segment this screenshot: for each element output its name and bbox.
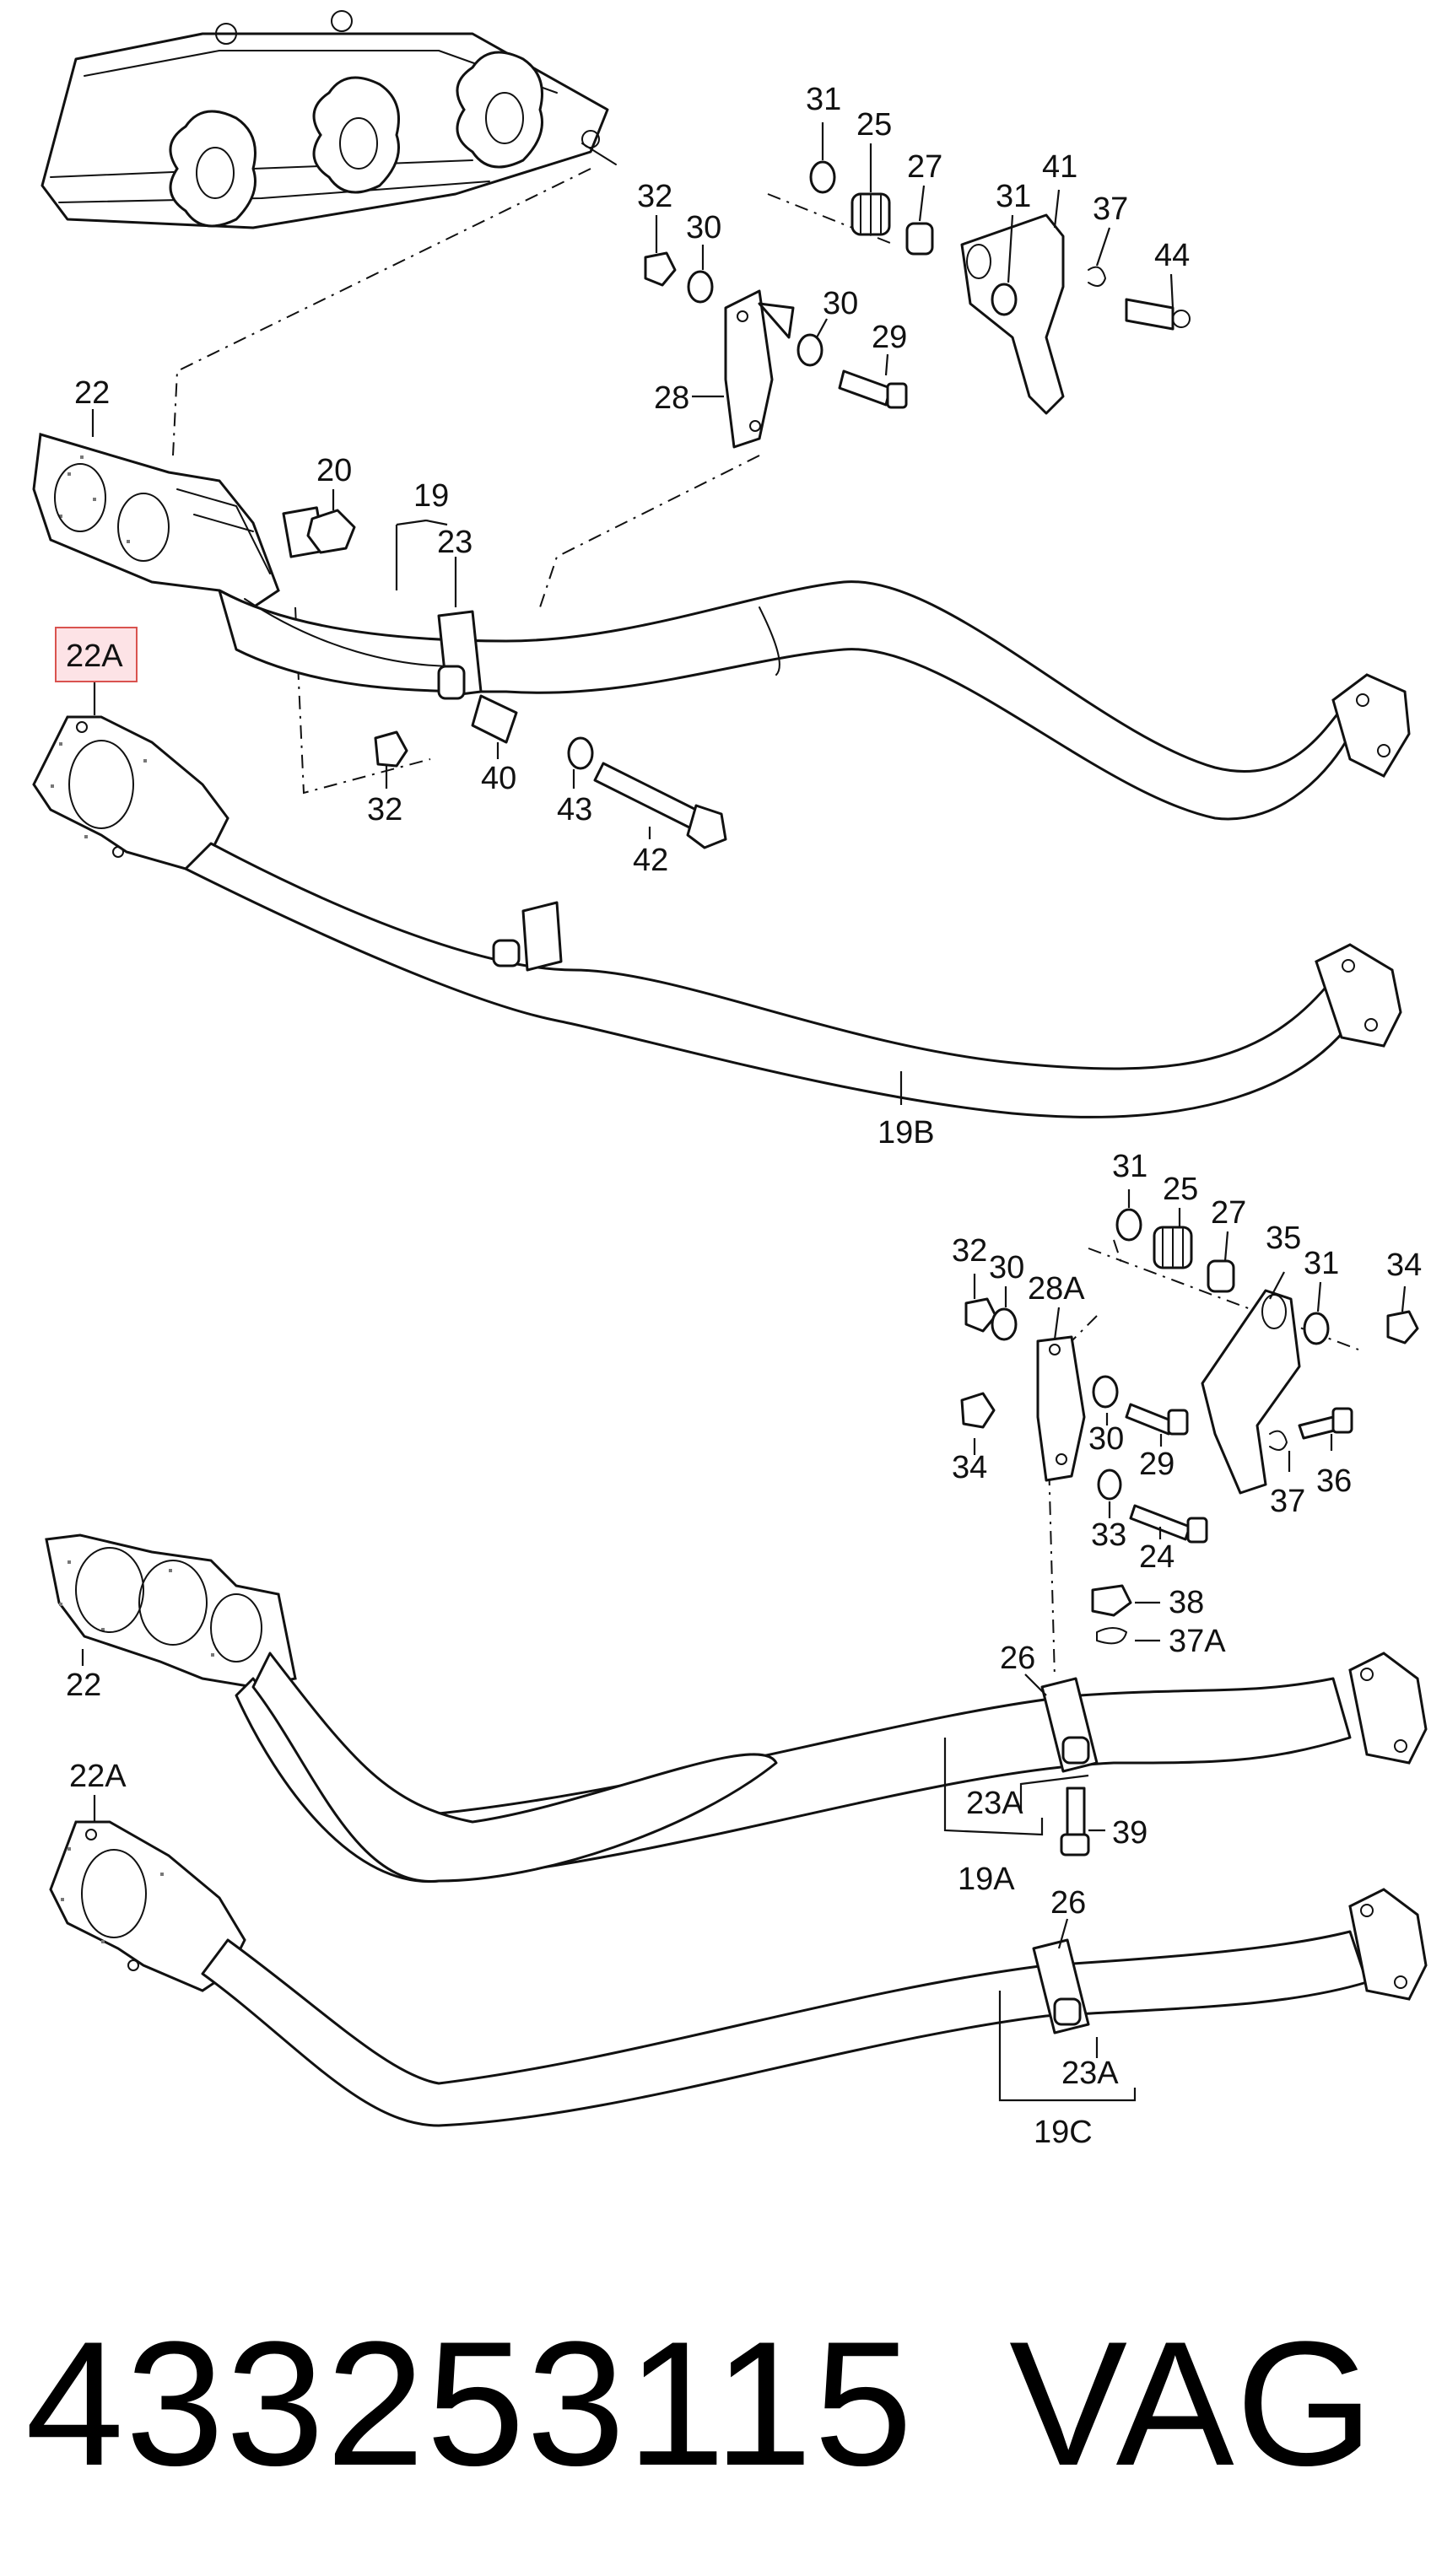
callout-23A: 23A xyxy=(1061,2056,1119,2091)
front-pipe-19A xyxy=(45,1533,1428,1883)
callout-19A: 19A xyxy=(958,1862,1015,1897)
callout-34: 34 xyxy=(1386,1248,1422,1283)
exhaust-manifold xyxy=(40,10,617,229)
callout-29: 29 xyxy=(1139,1447,1174,1482)
callout-23: 23 xyxy=(437,525,472,560)
exploded-view-drawing: 31 25 27 41 31 37 44 32 30 30 29 28 22 2… xyxy=(32,10,1428,2150)
part-caption: 433253115 VAG xyxy=(25,2277,1409,2530)
callout-26: 26 xyxy=(1050,1885,1086,1921)
callout-27: 27 xyxy=(907,149,942,185)
callout-39: 39 xyxy=(1112,1815,1148,1851)
callout-38: 38 xyxy=(1169,1585,1204,1620)
callout-32: 32 xyxy=(637,179,672,214)
front-pipe-19B xyxy=(32,715,1402,1118)
highlighted-callout-box xyxy=(55,627,138,682)
callout-31: 31 xyxy=(1112,1149,1148,1184)
callout-40: 40 xyxy=(481,761,516,796)
callout-22A: 22A xyxy=(69,1759,127,1794)
callout-20: 20 xyxy=(316,453,352,488)
callout-34: 34 xyxy=(952,1450,987,1485)
callout-19B: 19B xyxy=(878,1115,935,1151)
brand-name: VAG xyxy=(1009,2304,1375,2503)
callout-25: 25 xyxy=(856,107,892,143)
callout-leader-lines xyxy=(81,122,1407,2102)
callout-31: 31 xyxy=(996,179,1031,214)
callout-32: 32 xyxy=(367,792,402,827)
upper-mount-hardware xyxy=(644,160,1191,449)
part-number: 433253115 xyxy=(25,2304,915,2503)
callout-37: 37 xyxy=(1093,191,1128,227)
callout-24: 24 xyxy=(1139,1539,1174,1575)
exhaust-parts-diagram: 31 25 27 41 31 37 44 32 30 30 29 28 22 2… xyxy=(32,10,1428,2150)
callout-37A: 37A xyxy=(1169,1624,1226,1659)
callout-31: 31 xyxy=(1304,1246,1339,1281)
callout-35: 35 xyxy=(1266,1221,1301,1256)
callout-29: 29 xyxy=(872,320,907,355)
callout-26: 26 xyxy=(1000,1641,1035,1676)
callout-22: 22 xyxy=(74,375,110,411)
callout-19: 19 xyxy=(413,478,449,514)
front-pipe-19C xyxy=(49,1820,1428,2127)
lower-mount-hardware xyxy=(960,1208,1419,1645)
callout-33: 33 xyxy=(1091,1517,1126,1553)
callout-44: 44 xyxy=(1154,238,1190,273)
callout-28: 28 xyxy=(654,380,689,416)
callout-23A: 23A xyxy=(966,1786,1023,1821)
callout-19C: 19C xyxy=(1034,2115,1093,2150)
callout-36: 36 xyxy=(1316,1463,1352,1499)
callout-28A: 28A xyxy=(1028,1271,1085,1307)
callout-labels: 31 25 27 41 31 37 44 32 30 30 29 28 22 2… xyxy=(66,82,1422,2150)
callout-31: 31 xyxy=(806,82,841,117)
callout-30: 30 xyxy=(989,1250,1024,1285)
callout-22: 22 xyxy=(66,1668,101,1703)
callout-22A: 22A xyxy=(66,639,123,674)
callout-42: 42 xyxy=(633,843,668,878)
front-pipe-19 xyxy=(32,433,1411,821)
callout-30: 30 xyxy=(686,210,721,245)
callout-30: 30 xyxy=(1088,1421,1124,1457)
callout-43: 43 xyxy=(557,792,592,827)
callout-25: 25 xyxy=(1163,1172,1198,1207)
callout-32: 32 xyxy=(952,1233,987,1269)
callout-37: 37 xyxy=(1270,1484,1305,1519)
front-pipe-fasteners xyxy=(306,509,727,849)
callout-30: 30 xyxy=(823,286,858,321)
callout-41: 41 xyxy=(1042,149,1077,185)
callout-27: 27 xyxy=(1211,1195,1246,1231)
